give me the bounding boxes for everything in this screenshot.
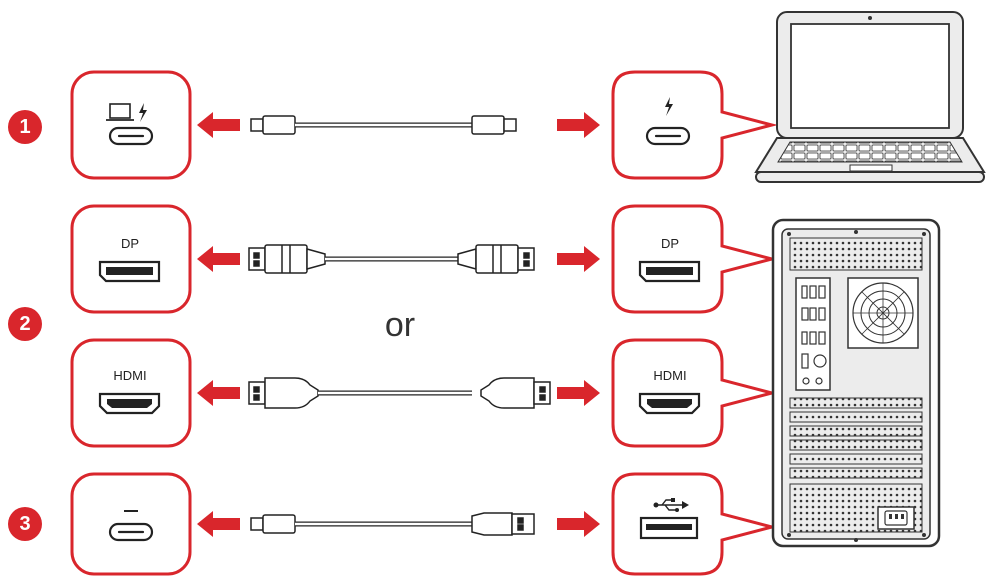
usb-c-to-usb-a-cable [250,512,535,536]
or-separator: or [384,306,416,344]
lightning-icon [139,103,147,122]
hdmi-cable [248,377,551,409]
arrow-left [197,380,240,406]
desktop-tower-icon [771,218,941,548]
step-number-1: 1 [8,110,42,144]
arrow-right [557,112,600,138]
displayport-cable [248,244,535,274]
device-port-box-dp [611,204,778,314]
arrow-left [197,112,240,138]
lightning-icon [665,97,673,116]
displayport-port-icon [98,260,161,283]
usb-c-port-icon [108,510,154,542]
device-port-box-usb-a [611,472,778,576]
device-port-label-dp: DP [660,236,680,251]
device-port-box-usb-c [611,70,778,180]
hdmi-port-icon [638,392,701,415]
arrow-right [557,246,600,272]
arrow-right [557,511,600,537]
step-number-3: 3 [8,507,42,541]
hdmi-port-icon [98,392,161,415]
usb-icon [653,498,689,512]
laptop-icon [754,11,986,183]
arrow-left [197,246,240,272]
arrow-right [557,380,600,406]
usb-c-cable [250,115,517,135]
source-port-box-usb-c [70,70,192,180]
step-number-2: 2 [8,307,42,341]
source-port-label-dp: DP [120,236,140,251]
arrows [197,112,600,537]
arrow-left [197,511,240,537]
displayport-port-icon [638,260,701,283]
usb-c-port-icon [645,126,691,146]
usb-c-port-icon [108,126,154,146]
laptop-icon [106,103,134,121]
device-port-label-hdmi: HDMI [653,368,687,383]
source-port-box-dp [70,204,192,314]
usb-a-port-icon [639,516,699,540]
source-port-label-hdmi: HDMI [113,368,147,383]
